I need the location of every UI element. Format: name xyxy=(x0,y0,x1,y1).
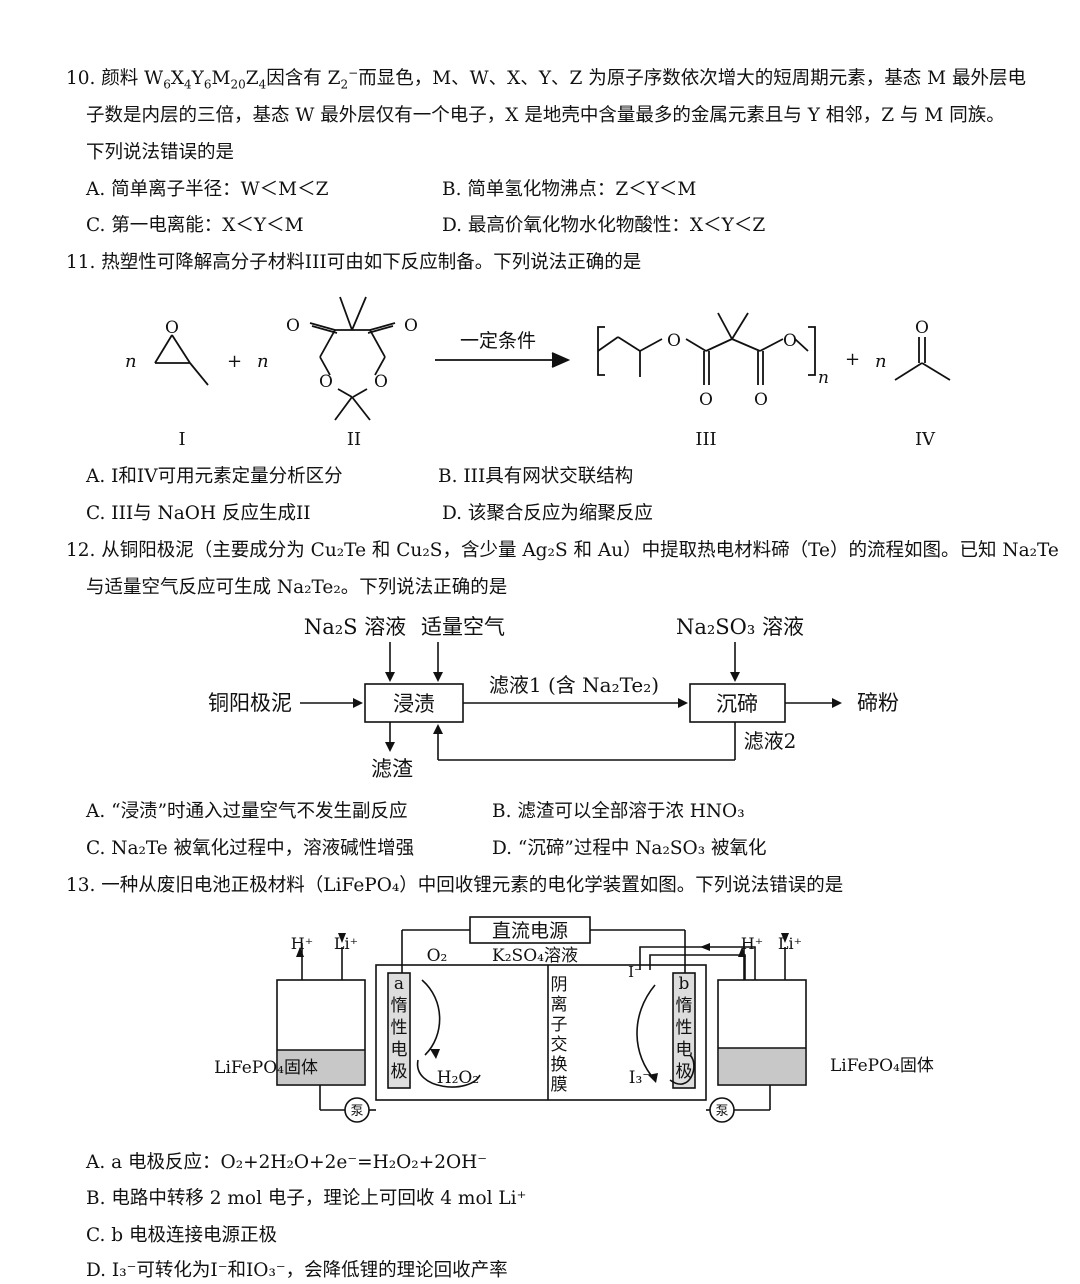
coefficient-n-1: n xyxy=(125,351,137,372)
label-li-plus-left: Li⁺ xyxy=(334,934,358,953)
label-triiodide: I₃⁻ xyxy=(629,1068,652,1088)
q10-option-a: A. 简单离子半径：W＜M＜Z xyxy=(86,179,329,200)
compound-label-iii: III xyxy=(695,429,716,450)
q10-option-b: B. 简单氢化物沸点：Z＜Y＜M xyxy=(442,179,697,200)
dc-power-supply: 直流电源 xyxy=(492,920,568,942)
plus-sign-1: + xyxy=(227,351,242,372)
flow-filtrate-1: 滤液1 (含 Na₂Te₂) xyxy=(489,673,659,697)
label-h-plus-left: H⁺ xyxy=(291,934,313,953)
q13-stem: 13. 一种从废旧电池正极材料（LiFePO₄）中回收锂元素的电化学装置如图。下… xyxy=(66,875,844,896)
q12-stem-line1: 12. 从铜阳极泥（主要成分为 Cu₂Te 和 Cu₂S，含少量 Ag₂S 和 … xyxy=(66,540,1059,561)
q13-option-b: B. 电路中转移 2 mol 电子，理论上可回收 4 mol Li⁺ xyxy=(86,1188,527,1209)
flow-input-na2so3: Na₂SO₃ 溶液 xyxy=(676,615,804,639)
q12-stem-line2: 与适量空气反应可生成 Na₂Te₂。下列说法正确的是 xyxy=(86,577,508,598)
label-li-plus-right: Li⁺ xyxy=(778,934,802,953)
electrode-a-label: a 惰 性 电 极 xyxy=(390,974,408,1082)
flow-step-te-precipitation: 沉碲 xyxy=(716,692,758,716)
ring-carbonyl-o-right: O xyxy=(404,316,418,336)
ester-oxygen-1: O xyxy=(667,331,681,351)
label-h-plus-right: H⁺ xyxy=(741,934,763,953)
flow-step-leaching: 浸渍 xyxy=(393,692,435,716)
q11-option-d: D. 该聚合反应为缩聚反应 xyxy=(442,503,653,524)
q13-option-a: A. a 电极反应：O₂+2H₂O+2e⁻=H₂O₂+2OH⁻ xyxy=(86,1152,488,1173)
coefficient-n-3: n xyxy=(875,351,887,372)
flow-source-anode-slime: 铜阳极泥 xyxy=(208,691,292,715)
q12-option-c: C. Na₂Te 被氧化过程中，溶液碱性增强 xyxy=(86,838,415,859)
q10-option-c: C. 第一电离能：X＜Y＜M xyxy=(86,215,304,236)
q11-option-a: A. I和IV可用元素定量分析区分 xyxy=(86,466,343,487)
pump-right: 泵 xyxy=(715,1104,728,1119)
q13-option-d: D. I₃⁻可转化为I⁻和IO₃⁻，会降低锂的理论回收产率 xyxy=(86,1260,508,1281)
carbonyl-oxygen-1: O xyxy=(699,390,713,410)
q13-option-c: C. b 电极连接电源正极 xyxy=(86,1225,277,1246)
q11-reaction-scheme: O n + n O O O O 一定条件 O O O O n + n O I I… xyxy=(125,296,951,450)
electrode-b-label: b 惰 性 电 极 xyxy=(675,974,693,1082)
ester-oxygen-2: O xyxy=(783,331,797,351)
q11-option-b: B. III具有网状交联结构 xyxy=(438,466,634,487)
ring-oxygen-right: O xyxy=(374,372,388,392)
q11-option-c: C. III与 NaOH 反应生成II xyxy=(86,503,311,524)
ring-oxygen-left: O xyxy=(319,372,333,392)
carbonyl-oxygen-2: O xyxy=(754,390,768,410)
q11-stem: 11. 热塑性可降解高分子材料III可由如下反应制备。下列说法正确的是 xyxy=(66,252,642,273)
label-h2o2: H₂O₂ xyxy=(437,1068,479,1088)
q10-stem-line1: 10. 颜料 W6X4Y6M20Z4因含有 Z2−而显色，M、W、X、Y、Z 为… xyxy=(66,65,1026,92)
compound-label-ii: II xyxy=(347,429,361,450)
flow-filtrate-2: 滤液2 xyxy=(744,729,797,753)
q10-stem-line3: 下列说法错误的是 xyxy=(86,142,235,163)
anion-exchange-membrane-label: 阴 离 子 交 换 膜 xyxy=(550,975,568,1095)
label-lifepo4-solid-right: LiFePO₄固体 xyxy=(830,1056,934,1076)
acetone-oxygen: O xyxy=(915,318,929,338)
label-k2so4-solution: K₂SO₄溶液 xyxy=(492,946,578,966)
epoxide-oxygen: O xyxy=(165,318,179,338)
q10-option-d: D. 最高价氧化物水化物酸性：X＜Y＜Z xyxy=(442,215,766,236)
label-iodide: I⁻ xyxy=(628,963,642,981)
reaction-condition-label: 一定条件 xyxy=(460,330,536,352)
flow-residue: 滤渣 xyxy=(371,757,413,781)
q13-electrochemical-device: 直流电源 O₂ K₂SO₄溶液 H⁺ Li⁺ H⁺ Li⁺ I⁻ H₂O₂ I₃… xyxy=(214,916,934,1123)
label-o2: O₂ xyxy=(427,946,448,966)
compound-label-iv: IV xyxy=(915,429,936,450)
flow-product-te-powder: 碲粉 xyxy=(857,691,899,715)
polymer-n: n xyxy=(818,368,829,388)
compound-label-i: I xyxy=(178,429,185,450)
q12-flowchart: Na₂S 溶液 适量空气 Na₂SO₃ 溶液 铜阳极泥 浸渍 沉碲 滤液1 (含… xyxy=(208,615,899,781)
ring-carbonyl-o-left: O xyxy=(286,316,300,336)
q12-option-b: B. 滤渣可以全部溶于浓 HNO₃ xyxy=(492,801,745,822)
q12-option-d: D. “沉碲”过程中 Na₂SO₃ 被氧化 xyxy=(492,838,767,859)
coefficient-n-2: n xyxy=(257,351,269,372)
pump-left: 泵 xyxy=(350,1104,363,1119)
flow-input-air: 适量空气 xyxy=(421,615,505,639)
flow-input-na2s: Na₂S 溶液 xyxy=(304,615,406,639)
label-lifepo4-solid-left: LiFePO₄固体 xyxy=(214,1058,318,1078)
plus-sign-2: + xyxy=(845,349,860,370)
q12-option-a: A. “浸渍”时通入过量空气不发生副反应 xyxy=(86,801,408,822)
q10-stem-line2: 子数是内层的三倍，基态 W 最外层仅有一个电子，X 是地壳中含量最多的金属元素且… xyxy=(86,105,1005,126)
